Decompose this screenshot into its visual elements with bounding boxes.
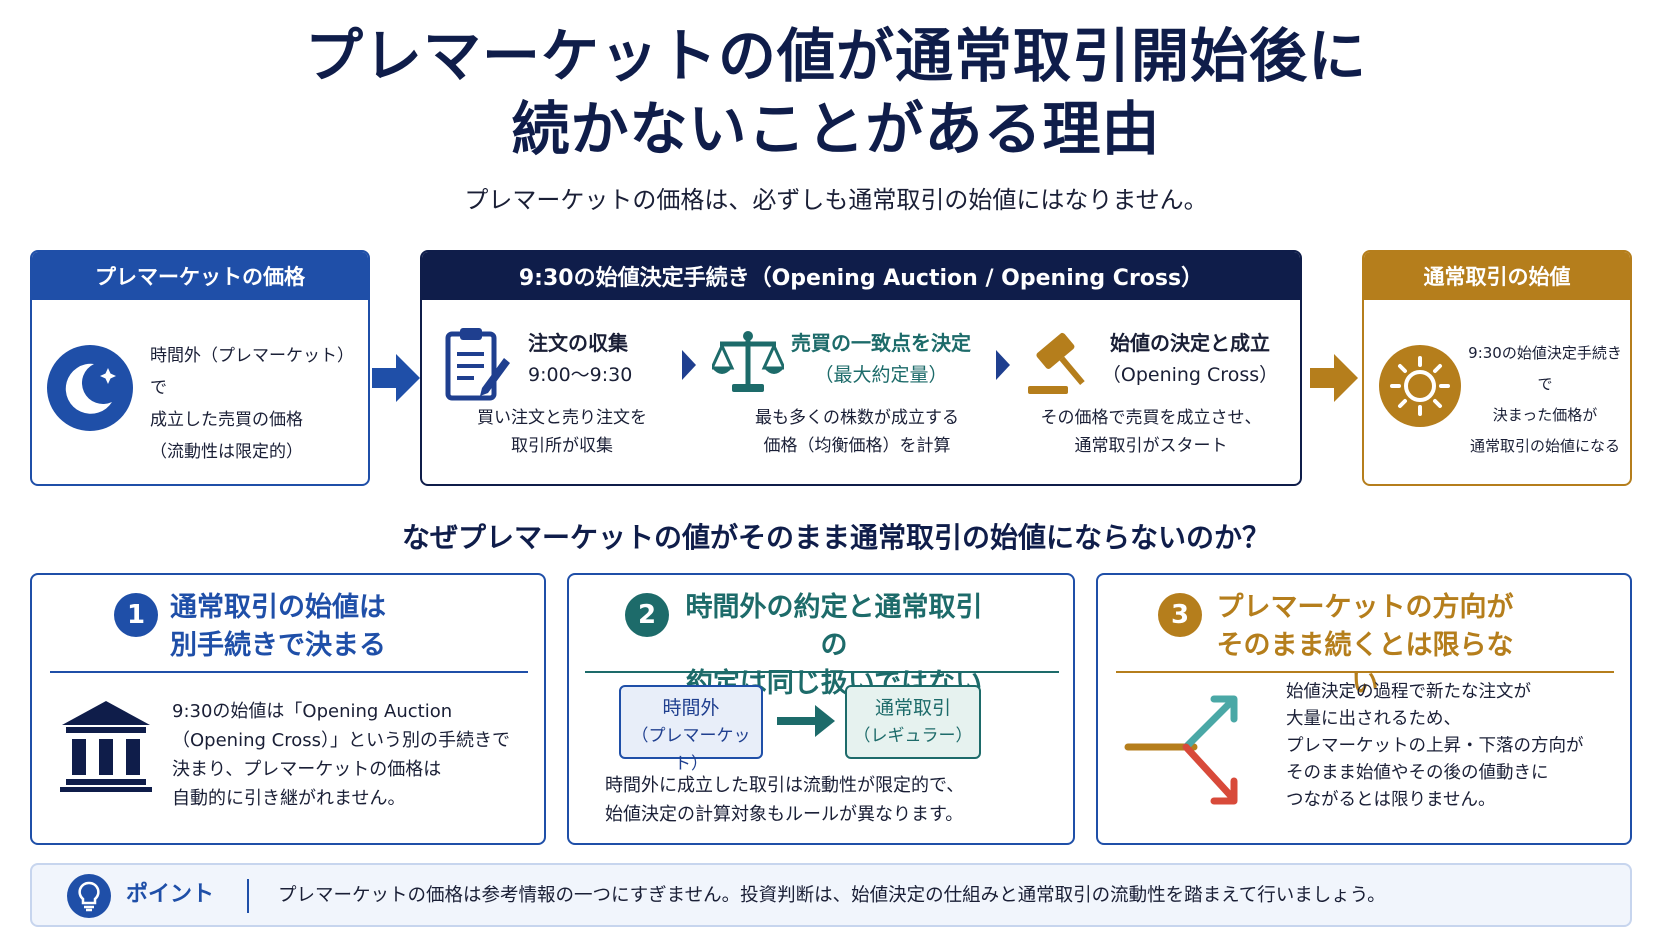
step-collect-time: 9:00〜9:30 <box>528 364 633 386</box>
reason-number-3: 3 <box>1158 593 1202 637</box>
reason-3-body-line-4: そのまま始値やその後の値動きに <box>1286 763 1549 783</box>
reason-card-1: 1 通常取引の始値は 別手続きで決まる 9:30の始値は「Opening Auc… <box>30 573 546 845</box>
reason-1-title-line-1: 通常取引の始値は <box>170 592 386 623</box>
step-match-title: 売買の一致点を決定 <box>791 331 971 355</box>
regular-line-3: 通常取引の始値になる <box>1469 437 1620 455</box>
step-match-desc-2: 価格（均衡価格）を計算 <box>763 436 951 456</box>
opening-auction-header: 9:30の始値決定手続き（Opening Auction / Opening C… <box>422 252 1300 300</box>
step-collect-heading: 注文の収集 9:00〜9:30 <box>528 328 632 390</box>
reason-3-title: プレマーケットの方向が そのまま続くとは限らない <box>1206 589 1524 703</box>
reason-3-body: 始値決定の過程で新たな注文が 大量に出されるため、 プレマーケットの上昇・下落の… <box>1286 679 1626 814</box>
opening-auction-box: 9:30の始値決定手続き（Opening Auction / Opening C… <box>420 250 1302 486</box>
point-divider <box>247 879 249 913</box>
page-subtitle: プレマーケットの価格は、必ずしも通常取引の始値にはなりません。 <box>464 186 1208 214</box>
point-text: プレマーケットの価格は参考情報の一つにすぎません。投資判断は、始値決定の仕組みと… <box>278 885 1386 906</box>
moon-icon <box>47 345 133 431</box>
point-bar: ポイント プレマーケットの価格は参考情報の一つにすぎません。投資判断は、始値決定… <box>30 863 1632 927</box>
step-cross-sub: （Opening Cross） <box>1101 364 1279 386</box>
scale-icon <box>712 331 784 392</box>
step-cross-title: 始値の決定と成立 <box>1110 331 1270 355</box>
premarket-line-3: （流動性は限定的） <box>150 442 303 462</box>
step-collect-desc-1: 買い注文と売り注文を <box>477 408 647 428</box>
reason-1-body-line-1: 9:30の始値は「Opening Auction <box>172 701 453 722</box>
arrow-right-icon <box>372 354 420 402</box>
reason-1-title-line-2: 別手続きで決まる <box>170 630 386 661</box>
reason-3-divider <box>1116 671 1614 673</box>
reason-2-body-line-2: 始値決定の計算対象もルールが異なります。 <box>605 804 964 825</box>
reason-1-body: 9:30の始値は「Opening Auction （Opening Cross）… <box>172 697 532 813</box>
regular-open-description: 9:30の始値決定手続きで 決まった価格が 通常取引の始値になる <box>1466 338 1624 462</box>
regular-line-2: 決まった価格が <box>1492 406 1598 424</box>
point-label: ポイント <box>126 882 215 907</box>
reason-1-body-line-2: （Opening Cross）」という別の手続きで <box>172 730 510 751</box>
step-match-sub: （最大約定量） <box>814 364 948 386</box>
reason-3-title-line-1: プレマーケットの方向が <box>1216 592 1514 623</box>
chip-regular-trading: 通常取引 （レギュラー） <box>845 685 981 759</box>
bank-icon <box>60 701 152 792</box>
reason-1-title: 通常取引の始値は 別手続きで決まる <box>162 589 394 665</box>
lightbulb-icon <box>67 874 111 918</box>
step-match-desc-1: 最も多くの株数が成立する <box>755 408 959 428</box>
reasons-heading: なぜプレマーケットの値がそのまま通常取引の始値にならないのか？ <box>401 521 1270 554</box>
step-cross-description: その価格で売買を成立させ、 通常取引がスタート <box>1016 404 1286 460</box>
reason-1-body-line-3: 決まり、プレマーケットの価格は <box>172 759 442 780</box>
reason-card-2: 2 時間外の約定と通常取引の 約定は同じ扱いではない 時間外 （プレマーケット）… <box>567 573 1075 845</box>
step-cross-desc-1: その価格で売買を成立させ、 <box>1040 408 1262 428</box>
regular-open-price-box: 通常取引の始値 9:30の始値決定手続きで 決まった価格が 通常取引の始値になる <box>1362 250 1632 486</box>
step-collect-desc-2: 取引所が収集 <box>511 436 613 456</box>
reason-3-body-line-1: 始値決定の過程で新たな注文が <box>1286 682 1531 702</box>
reason-card-3: 3 プレマーケットの方向が そのまま続くとは限らない 始値決定の過程で新たな注文… <box>1096 573 1632 845</box>
reason-3-body-line-5: つながるとは限りません。 <box>1286 790 1496 810</box>
step-collect-title: 注文の収集 <box>528 331 628 355</box>
sun-icon <box>1379 345 1461 427</box>
premarket-description: 時間外（プレマーケット）で 成立した売買の価格 （流動性は限定的） <box>150 340 365 468</box>
reason-number-2: 2 <box>625 593 669 637</box>
reason-2-divider <box>585 671 1059 673</box>
step-collect-description: 買い注文と売り注文を 取引所が収集 <box>434 404 690 460</box>
premarket-line-2: 成立した売買の価格 <box>150 410 303 430</box>
reason-1-body-line-4: 自動的に引き継がれません。 <box>172 788 406 809</box>
premarket-line-1: 時間外（プレマーケット）で <box>150 346 354 398</box>
step-arrow-icon <box>996 350 1010 380</box>
premarket-price-box: プレマーケットの価格 時間外（プレマーケット）で 成立した売買の価格 （流動性は… <box>30 250 370 486</box>
step-cross-heading: 始値の決定と成立 （Opening Cross） <box>1100 328 1280 390</box>
reason-number-1: 1 <box>114 593 158 637</box>
regular-line-1: 9:30の始値決定手続きで <box>1468 344 1622 393</box>
diverging-arrows-icon <box>1124 695 1238 805</box>
step-match-heading: 売買の一致点を決定 （最大約定量） <box>786 328 976 390</box>
reason-2-body-line-1: 時間外に成立した取引は流動性が限定的で、 <box>605 775 965 796</box>
step-cross-desc-2: 通常取引がスタート <box>1074 436 1228 456</box>
chip-after-hours-line-2: （プレマーケット） <box>631 726 751 774</box>
reason-3-title-line-2: そのまま続くとは限らない <box>1216 630 1514 699</box>
reason-3-body-line-2: 大量に出されるため、 <box>1286 709 1461 729</box>
arrow-right-icon <box>1310 354 1358 402</box>
page-title-line-2: 続かないことがある理由 <box>511 95 1161 163</box>
chip-after-hours-line-1: 時間外 <box>662 697 720 719</box>
chip-after-hours: 時間外 （プレマーケット） <box>619 685 763 774</box>
reason-1-divider <box>50 671 528 673</box>
step-arrow-icon <box>682 350 696 380</box>
reason-3-body-line-3: プレマーケットの上昇・下落の方向が <box>1286 736 1584 756</box>
step-match-description: 最も多くの株数が成立する 価格（均衡価格）を計算 <box>712 404 1002 460</box>
gavel-icon <box>1028 332 1085 394</box>
regular-open-price-header: 通常取引の始値 <box>1364 252 1630 300</box>
premarket-price-header: プレマーケットの価格 <box>32 252 368 300</box>
chip-regular-line-2: （レギュラー） <box>853 726 973 746</box>
chip-regular-line-1: 通常取引 <box>874 697 951 719</box>
reason-2-title-line-1: 時間外の約定と通常取引の <box>685 592 983 661</box>
arrow-right-icon <box>777 705 835 737</box>
clipboard-icon <box>445 328 510 401</box>
reason-2-body: 時間外に成立した取引は流動性が限定的で、 始値決定の計算対象もルールが異なります… <box>605 771 1055 829</box>
page-title-line-1: プレマーケットの値が通常取引開始後に <box>304 22 1367 90</box>
